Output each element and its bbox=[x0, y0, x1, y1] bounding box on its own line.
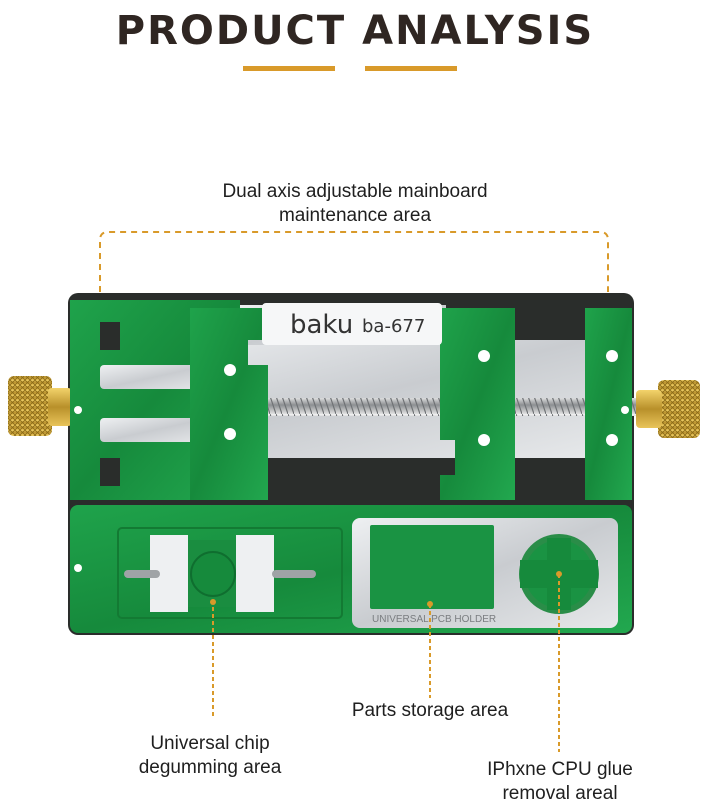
clamp-window bbox=[100, 418, 210, 442]
chip-pad-circle bbox=[190, 551, 236, 597]
clamp-slot bbox=[100, 458, 120, 486]
top-caption: Dual axis adjustable mainboard maintenan… bbox=[150, 180, 560, 228]
chip-caption: Universal chip degumming area bbox=[100, 732, 320, 780]
left-knob-collar bbox=[48, 388, 72, 426]
cpu-caption-line2: removal areal bbox=[502, 783, 618, 804]
right-sliding-clamp[interactable] bbox=[440, 308, 515, 500]
chip-area-outline bbox=[117, 527, 343, 619]
model-number: ba-677 bbox=[362, 316, 425, 337]
parts-caption: Parts storage area bbox=[351, 700, 509, 721]
right-brass-knob-icon[interactable] bbox=[658, 380, 700, 438]
top-caption-line1: Dual axis adjustable mainboard bbox=[222, 181, 488, 202]
title-underline-right bbox=[365, 66, 457, 71]
mounting-holes bbox=[74, 350, 629, 572]
middle-left-jaw[interactable] bbox=[190, 308, 270, 500]
left-brass-knob-icon[interactable] bbox=[8, 376, 52, 436]
top-area-bracket bbox=[99, 231, 609, 292]
chip-caption-line2: degumming area bbox=[138, 757, 282, 778]
cpu-caption: IPhxne CPU glue removal areal bbox=[445, 758, 675, 806]
top-caption-line2: maintenance area bbox=[278, 205, 432, 226]
brand-logo: baku bbox=[290, 310, 353, 340]
clamp-window bbox=[100, 365, 210, 389]
plate-text: UNIVERSAL PCB HOLDER bbox=[372, 614, 496, 625]
page-title: PRODUCT ANALYSIS bbox=[115, 8, 595, 54]
title-underline-left bbox=[243, 66, 335, 71]
right-knob-collar bbox=[636, 390, 662, 428]
chip-slot-right bbox=[272, 570, 316, 578]
clamp-slot bbox=[100, 322, 120, 350]
chip-caption-line1: Universal chip bbox=[150, 733, 270, 754]
chip-clamp-right bbox=[236, 535, 274, 612]
cpu-caption-line1: IPhxne CPU glue bbox=[487, 759, 633, 780]
leader-dot bbox=[427, 601, 433, 607]
chip-slot-left bbox=[124, 570, 160, 578]
leader-dot bbox=[556, 571, 562, 577]
brand-label-plate bbox=[262, 303, 442, 345]
right-fixed-clamp[interactable] bbox=[585, 308, 632, 500]
leader-dot bbox=[210, 599, 216, 605]
parts-storage-well bbox=[370, 525, 494, 609]
